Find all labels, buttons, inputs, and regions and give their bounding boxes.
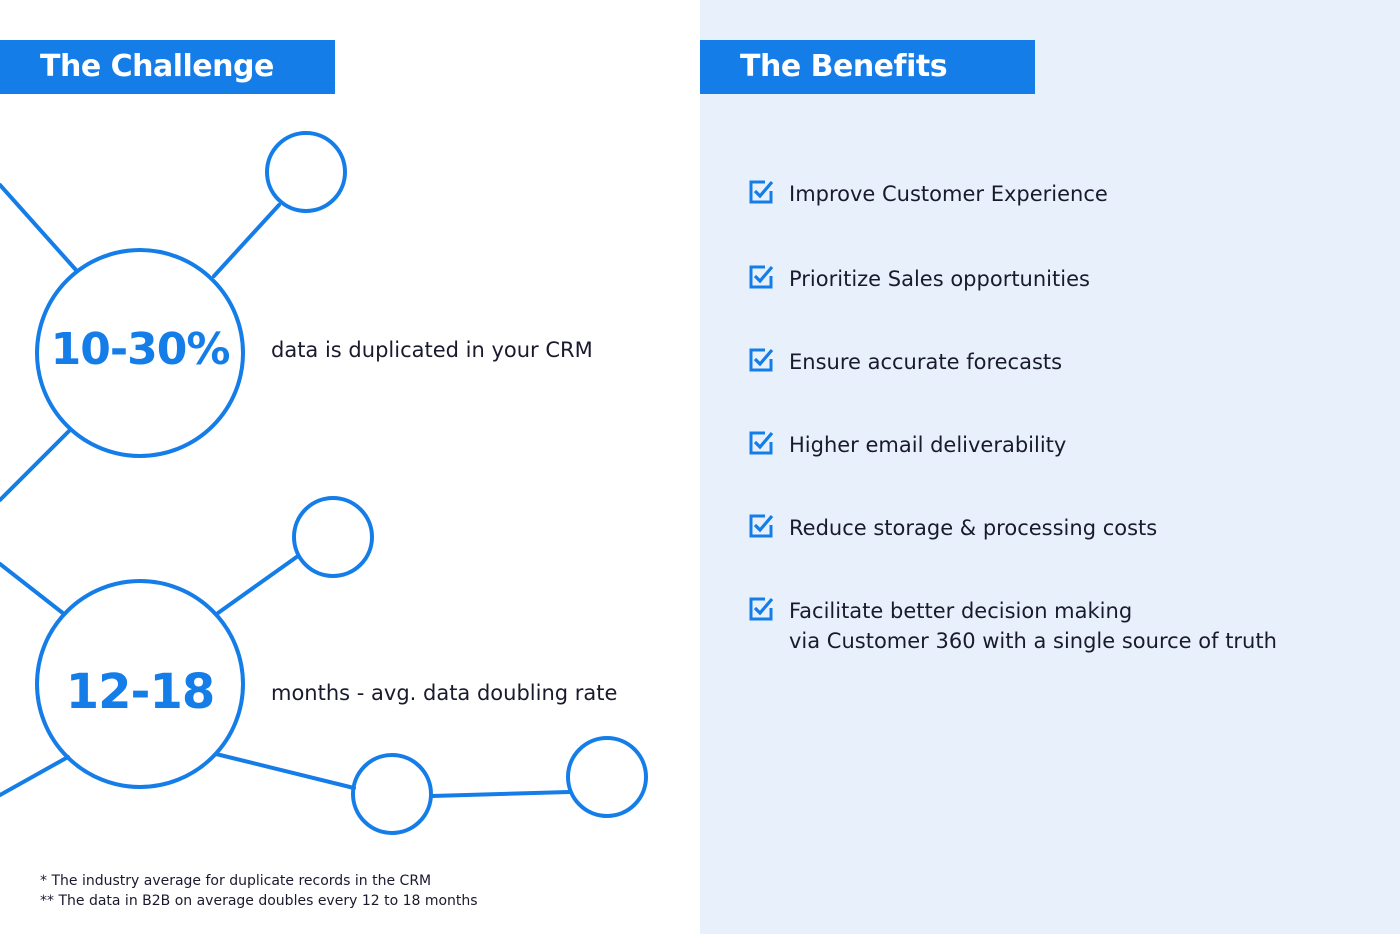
benefit-item: Improve Customer Experience	[748, 179, 1368, 209]
benefit-item: Higher email deliverability	[748, 430, 1368, 460]
benefit-item: Facilitate better decision making via Cu…	[748, 596, 1368, 656]
checkbox-checked-icon	[749, 597, 774, 621]
stat-circle	[35, 579, 245, 789]
footnotes: * The industry average for duplicate rec…	[40, 871, 478, 911]
network-node	[292, 496, 374, 578]
checkbox-checked-icon	[749, 348, 774, 372]
benefit-text: Ensure accurate forecasts	[789, 350, 1063, 374]
challenge-title: The Challenge	[0, 40, 335, 94]
connector-line	[430, 790, 571, 798]
benefit-text: Improve Customer Experience	[789, 182, 1108, 206]
stat-circle	[35, 248, 245, 458]
benefit-text: Reduce storage & processing costs	[789, 516, 1158, 540]
network-graphic	[0, 131, 648, 835]
stat-value: 12-18	[65, 664, 216, 720]
challenge-panel: The Challenge 10-30% data is duplicated …	[0, 40, 648, 911]
stat-value: 10-30%	[50, 324, 231, 375]
connector-line	[212, 203, 281, 278]
stat-description: data is duplicated in your CRM	[271, 338, 593, 362]
benefit-text: Facilitate better decision making via Cu…	[789, 599, 1277, 653]
network-node	[351, 753, 433, 835]
connector-line	[0, 755, 70, 797]
connector-line	[0, 562, 66, 616]
footnote: * The industry average for duplicate rec…	[40, 873, 432, 889]
checkbox-checked-icon	[749, 180, 774, 204]
checkbox-checked-icon	[749, 431, 774, 455]
footnote: ** The data in B2B on average doubles ev…	[40, 893, 478, 909]
checkbox-checked-icon	[749, 514, 774, 538]
benefit-item: Ensure accurate forecasts	[748, 347, 1368, 377]
benefit-text: Higher email deliverability	[789, 433, 1067, 457]
benefit-item: Prioritize Sales opportunities	[748, 264, 1368, 294]
network-node	[566, 736, 648, 818]
benefit-text: Prioritize Sales opportunities	[789, 267, 1090, 291]
stat-description: months - avg. data doubling rate	[271, 681, 618, 705]
connector-line	[214, 752, 356, 790]
connector-line	[0, 428, 72, 502]
connector-line	[0, 183, 78, 272]
network-node	[265, 131, 347, 213]
checkbox-checked-icon	[749, 265, 774, 289]
benefits-panel: The Benefits Improve Customer Experience…	[700, 0, 1400, 934]
connector-line	[216, 554, 300, 615]
benefit-item: Reduce storage & processing costs	[748, 513, 1368, 543]
benefits-title: The Benefits	[700, 40, 1035, 94]
